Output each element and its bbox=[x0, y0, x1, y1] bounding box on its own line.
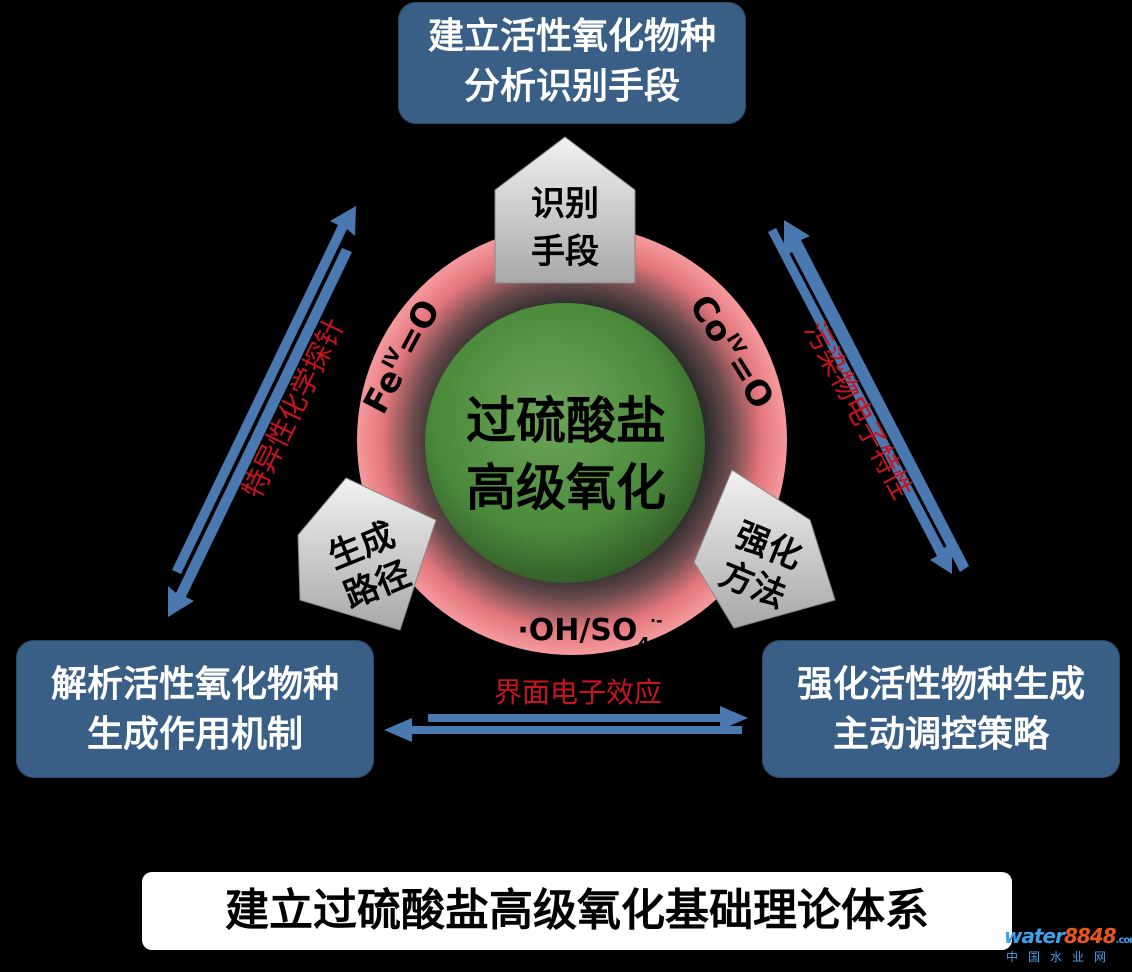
box-right: 强化活性物种生成 主动调控策略 bbox=[762, 640, 1120, 778]
watermark-sub: 中国水业网 bbox=[1006, 950, 1117, 964]
bottom-title: 建立过硫酸盐高级氧化基础理论体系 bbox=[142, 872, 1012, 950]
arrow-label-bottom: 界面电子效应 bbox=[494, 676, 662, 709]
arrow-right-down bbox=[768, 228, 952, 574]
box-top-line2: 分析识别手段 bbox=[463, 66, 680, 107]
watermark-brand: water8848.com bbox=[1004, 924, 1132, 948]
pointer-top bbox=[494, 136, 636, 284]
pointer-left bbox=[297, 477, 437, 631]
watermark-logo: water8848.com 中国水业网 bbox=[1004, 924, 1132, 968]
arrow-left-down bbox=[168, 248, 352, 617]
box-right-line2: 主动调控策略 bbox=[832, 714, 1049, 755]
arrow-label-right: 污染物电子特性 bbox=[798, 316, 919, 505]
box-top-line1: 建立活性氧化物种 bbox=[427, 16, 716, 57]
box-right-line1: 强化活性物种生成 bbox=[796, 664, 1085, 705]
arrow-left-up bbox=[172, 206, 356, 574]
center-title-line1: 过硫酸盐 bbox=[466, 392, 666, 450]
arrow-right-up bbox=[784, 220, 969, 572]
box-top: 建立活性氧化物种 分析识别手段 bbox=[398, 2, 746, 124]
pointer-top-line1: 识别 bbox=[531, 184, 599, 224]
ring-label-radicals: ·OH/SO4·- bbox=[517, 611, 662, 655]
arrow-right-pair bbox=[768, 220, 969, 574]
arrow-bottom-pair bbox=[384, 706, 748, 742]
center-disc bbox=[425, 303, 705, 583]
arrow-left-pair bbox=[168, 206, 356, 617]
arrow-bottom-left bbox=[384, 718, 742, 742]
box-left-line2: 生成作用机制 bbox=[86, 714, 303, 755]
center-title-line2: 高级氧化 bbox=[466, 459, 666, 517]
pointer-right bbox=[693, 469, 836, 629]
box-left: 解析活性氧化物种 生成作用机制 bbox=[16, 640, 374, 778]
box-left-line1: 解析活性氧化物种 bbox=[50, 664, 339, 705]
pointer-top-line2: 手段 bbox=[531, 232, 599, 272]
arrow-bottom-right bbox=[428, 706, 748, 730]
